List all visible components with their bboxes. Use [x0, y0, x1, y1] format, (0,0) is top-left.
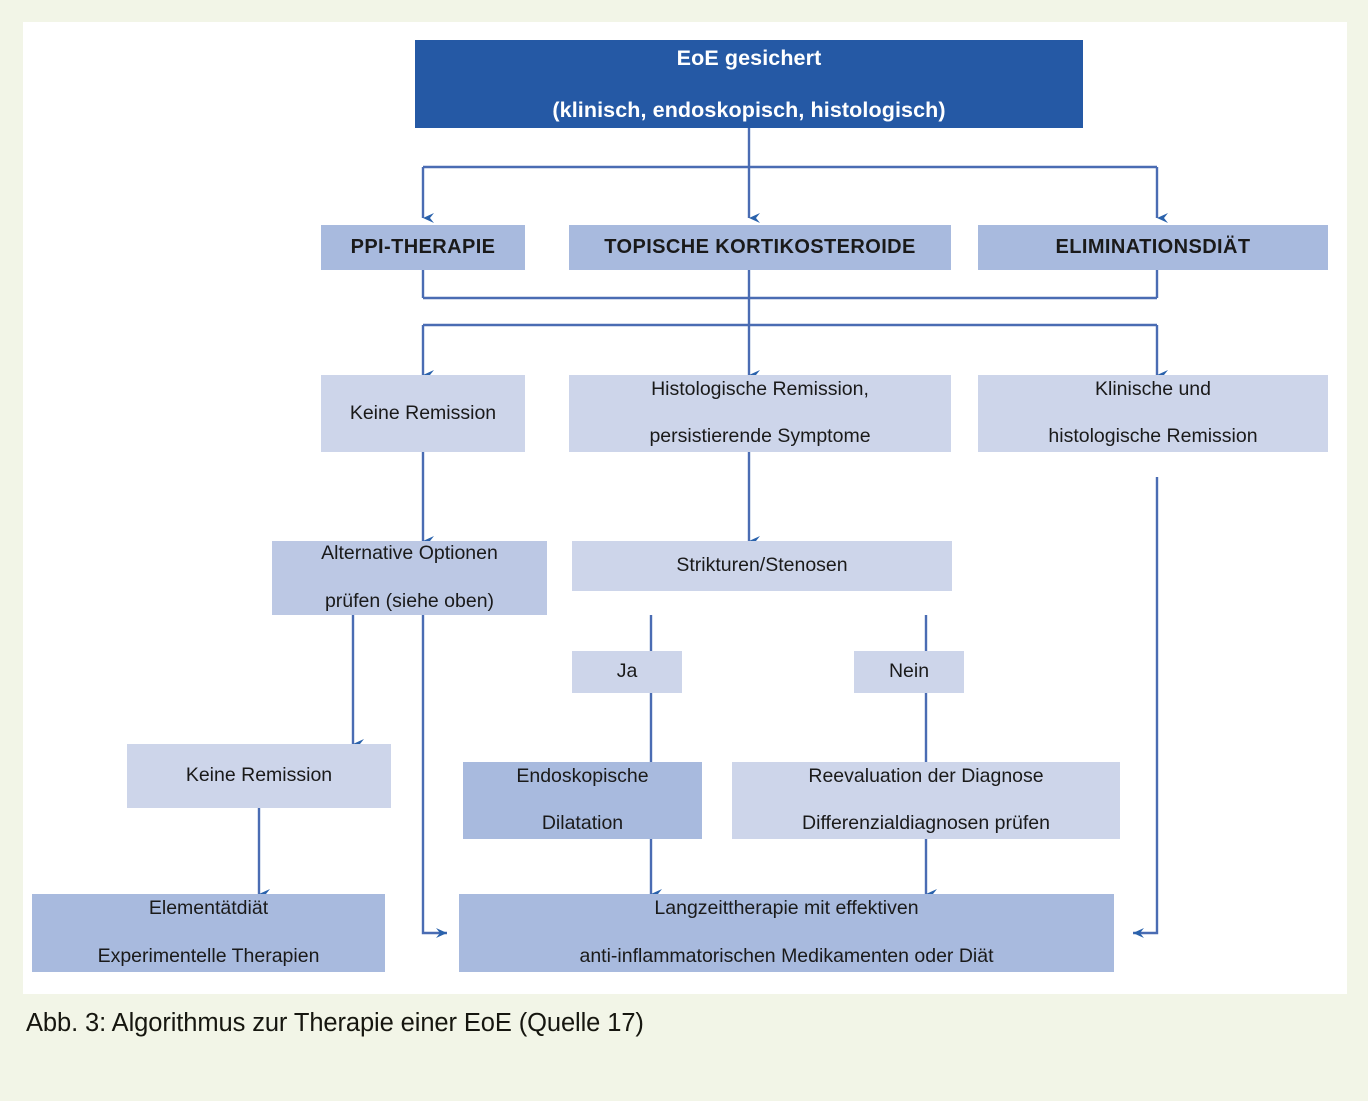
node-reevaluation-line1: Reevaluation der Diagnose: [808, 764, 1044, 787]
edge-outcome3-to-longterm: [1133, 477, 1159, 938]
node-ppi-therapy-label: PPI-THERAPIE: [350, 236, 496, 259]
node-elemental-diet[interactable]: Elementätdiät Experimentelle Therapien: [32, 894, 385, 972]
node-elemental-diet-line1: Elementätdiät: [148, 897, 269, 920]
node-topical-corticosteroids[interactable]: TOPISCHE KORTIKOSTEROIDE: [569, 225, 951, 270]
node-alternative-options-line2: prüfen (siehe oben): [324, 589, 495, 612]
node-outcome-clinical-histologic-remission[interactable]: Klinische und histologische Remission: [978, 375, 1328, 452]
node-reevaluation-line2: Differenzialdiagnosen prüfen: [802, 812, 1050, 835]
node-no-remission-second[interactable]: Keine Remission: [127, 744, 391, 808]
node-branch-no-label: Nein: [888, 660, 930, 683]
node-outcome-no-remission-label: Keine Remission: [349, 401, 497, 424]
node-long-term-therapy-line1: Langzeittherapie mit effektiven: [654, 897, 919, 920]
node-elimination-diet[interactable]: ELIMINATIONSDIÄT: [978, 225, 1328, 270]
node-elimination-diet-label: ELIMINATIONSDIÄT: [1055, 236, 1251, 259]
node-eoe-confirmed-line1: EoE gesichert: [676, 45, 822, 70]
node-outcome-clinical-line2: histologische Remission: [1048, 425, 1258, 448]
node-long-term-therapy[interactable]: Langzeittherapie mit effektiven anti-inf…: [459, 894, 1114, 972]
node-reevaluation[interactable]: Reevaluation der Diagnose Differenzialdi…: [732, 762, 1120, 839]
node-branch-yes[interactable]: Ja: [572, 651, 682, 693]
node-alternative-options-line1: Alternative Optionen: [321, 542, 498, 565]
node-eoe-confirmed[interactable]: EoE gesichert (klinisch, endoskopisch, h…: [415, 40, 1083, 128]
node-eoe-confirmed-line2: (klinisch, endoskopisch, histologisch): [552, 98, 946, 123]
edge-alternatives-to-longterm: [421, 615, 447, 938]
node-outcome-histologic-remission[interactable]: Histologische Remission, persistierende …: [569, 375, 951, 452]
node-endoscopic-dilatation-line1: Endoskopische: [516, 764, 649, 787]
node-alternative-options[interactable]: Alternative Optionen prüfen (siehe oben): [272, 541, 547, 615]
node-outcome-no-remission[interactable]: Keine Remission: [321, 375, 525, 452]
node-topical-corticosteroids-label: TOPISCHE KORTIKOSTEROIDE: [604, 236, 916, 259]
node-no-remission-second-label: Keine Remission: [185, 764, 333, 787]
node-endoscopic-dilatation[interactable]: Endoskopische Dilatation: [463, 762, 702, 839]
node-branch-yes-label: Ja: [616, 660, 638, 683]
flowchart-canvas: EoE gesichert (klinisch, endoskopisch, h…: [23, 22, 1347, 994]
node-long-term-therapy-line2: anti-inflammatorischen Medikamenten oder…: [579, 944, 994, 967]
node-strictures[interactable]: Strikturen/Stenosen: [572, 541, 952, 591]
node-endoscopic-dilatation-line2: Dilatation: [541, 812, 624, 835]
node-outcome-clinical-line1: Klinische und: [1095, 377, 1211, 400]
node-ppi-therapy[interactable]: PPI-THERAPIE: [321, 225, 525, 270]
node-branch-no[interactable]: Nein: [854, 651, 964, 693]
connector-layer: [257, 128, 1168, 938]
node-outcome-histologic-line2: persistierende Symptome: [649, 425, 871, 448]
figure-caption: Abb. 3: Algorithmus zur Therapie einer E…: [26, 1009, 644, 1037]
node-strictures-label: Strikturen/Stenosen: [676, 554, 848, 577]
node-elemental-diet-line2: Experimentelle Therapien: [97, 944, 320, 967]
node-outcome-histologic-line1: Histologische Remission,: [651, 377, 869, 400]
